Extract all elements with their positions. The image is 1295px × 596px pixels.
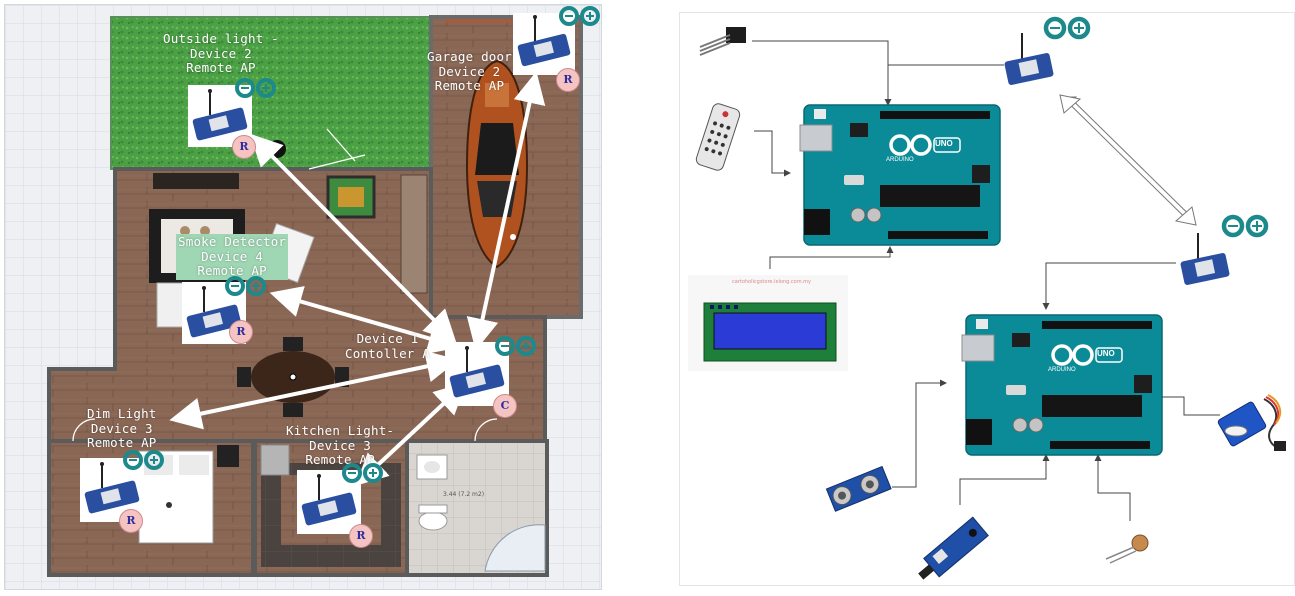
connection-arrows <box>169 71 546 486</box>
floor-plan-panel: Outside light - Device 2 Remote AP Garag… <box>4 4 602 590</box>
bathroom-size-note: 3.44 (7.2 m2) <box>443 491 485 498</box>
lcd-display-module-icon <box>688 275 848 371</box>
wiring-lines <box>752 40 1220 521</box>
arduino-infinity-logo-icon <box>342 463 383 483</box>
hardware-diagram-panel: UNO UNO ARDUINO ARDUINO cartoholicgstore… <box>679 12 1295 586</box>
arduino-infinity-logo-icon <box>1221 214 1269 238</box>
xbee-radio-module-icon <box>449 346 505 398</box>
arduino-infinity-logo-icon <box>225 276 266 296</box>
outside-light-label: Outside light - Device 2 Remote AP <box>163 31 279 75</box>
controller-badge: C <box>493 394 517 418</box>
garage-door-label: Garage door Device 2 Remote AP <box>427 49 512 93</box>
remote-badge-smoke: R <box>229 320 253 344</box>
xbee-radio-module-icon <box>517 15 571 67</box>
remote-badge-garage: R <box>556 68 580 92</box>
xbee-radio-module-icon <box>192 89 248 141</box>
kitchen-light-label: Kitchen Light- Device 3 Remote AP <box>286 423 395 467</box>
lcd-watermark: cartoholicgstore.lelong.com.my <box>732 279 811 285</box>
xbee-radio-module-icon <box>301 474 357 526</box>
xbee-radio-module-icon <box>186 286 242 338</box>
smoke-detector-label: Smoke Detector Device 4 Remote AP <box>176 234 289 280</box>
hardware-wiring-drawing <box>688 27 1286 580</box>
wireless-link-arrow <box>1059 94 1197 226</box>
xbee-radio-module-icon <box>84 462 140 514</box>
flame-sensor-icon <box>918 516 989 580</box>
ir-remote-control-icon <box>695 103 741 171</box>
floor-plan-drawing <box>5 5 601 589</box>
tv-stand <box>153 173 239 189</box>
controller-label: Device 1 Contoller A <box>345 331 430 361</box>
remote-badge-kitchen: R <box>349 524 373 548</box>
ir-receiver-sensor-icon <box>699 27 746 56</box>
arduino-infinity-logo-icon <box>495 336 536 356</box>
remote-badge-outside: R <box>232 135 256 159</box>
ultrasonic-sensor-icon <box>825 465 892 512</box>
servo-motor-icon <box>1217 394 1286 451</box>
light-dependent-resistor-icon <box>1105 534 1149 564</box>
arduino-infinity-logo-icon <box>123 450 164 470</box>
xbee-radio-module-icon <box>1004 33 1054 85</box>
arduino-infinity-logo-icon <box>235 78 276 98</box>
board-uno-label-top: UNO <box>935 139 953 148</box>
arduino-infinity-logo-icon <box>1043 16 1091 40</box>
xbee-radio-module-icon <box>1180 233 1230 285</box>
arduino-uno-top <box>798 103 1002 247</box>
xbee-dim-light <box>80 458 144 522</box>
xbee-garage-door <box>513 13 575 75</box>
arduino-uno-bottom <box>960 313 1164 457</box>
board-brand-bottom: ARDUINO <box>1048 367 1076 373</box>
board-brand-top: ARDUINO <box>886 157 914 163</box>
arduino-infinity-logo-icon <box>559 6 600 26</box>
dim-light-label: Dim Light Device 3 Remote AP <box>87 406 157 450</box>
remote-badge-dim-light: R <box>119 509 143 533</box>
board-uno-label-bottom: UNO <box>1097 349 1115 358</box>
